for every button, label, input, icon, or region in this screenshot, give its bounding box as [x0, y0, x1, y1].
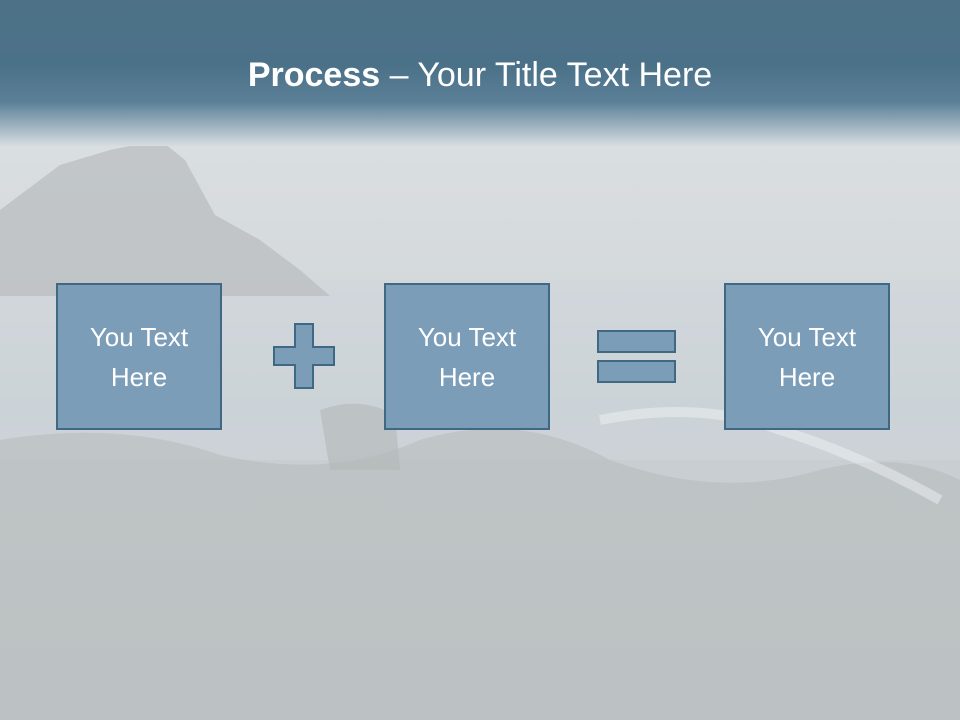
equals-icon [597, 330, 676, 383]
process-box-2: You Text Here [384, 283, 550, 430]
process-box-1-text: You Text Here [89, 321, 189, 392]
process-box-2-text: You Text Here [417, 321, 517, 392]
title-bar [0, 0, 960, 146]
process-box-1: You Text Here [56, 283, 222, 430]
slide-title: Process – Your Title Text Here [0, 52, 960, 98]
title-bold: Process [247, 56, 381, 94]
title-rest: – Your Title Text Here [380, 56, 713, 94]
process-box-3-text: You Text Here [757, 321, 857, 392]
process-box-3: You Text Here [724, 283, 890, 430]
plus-icon [273, 323, 335, 389]
